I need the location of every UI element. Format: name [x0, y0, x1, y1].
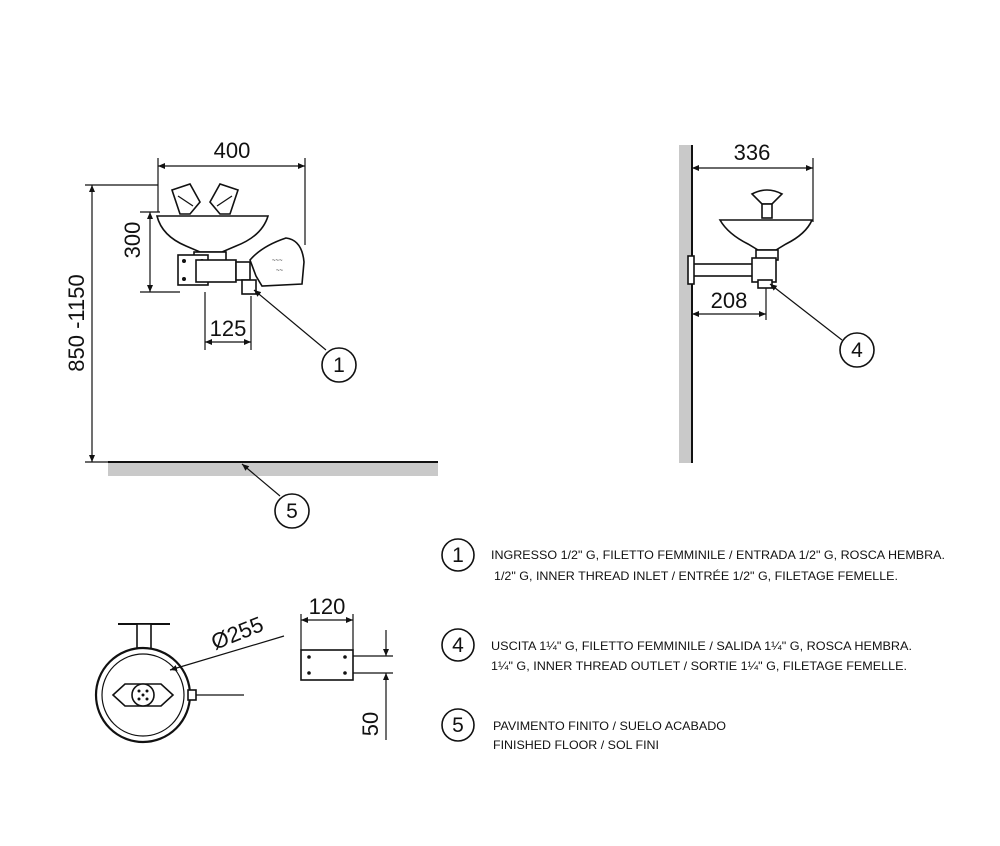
- front-bowl: [155, 215, 270, 253]
- callout-number-1: 1: [333, 354, 345, 377]
- legend-text-4a: USCITA 1¼" G, FILETTO FEMMINILE / SALIDA…: [491, 639, 912, 653]
- callout-number-5: 5: [286, 500, 298, 523]
- legend-text-1b: 1/2" G, INNER THREAD INLET / ENTRÉE 1/2"…: [494, 568, 898, 583]
- legend-item-5: 5 PAVIMENTO FINITO / SUELO ACABADO FINIS…: [441, 708, 726, 752]
- callout-bubble-1: [321, 347, 357, 383]
- legend-bubble-1: [441, 538, 475, 572]
- wall: [679, 145, 692, 463]
- legend-text-5a: PAVIMENTO FINITO / SUELO ACABADO: [493, 719, 726, 733]
- spray-head-left-icon: [170, 183, 201, 215]
- finished-floor: [108, 462, 438, 476]
- callout-number-4: 4: [851, 339, 863, 362]
- dim-text-400: 400: [214, 138, 251, 163]
- legend: 1 INGRESSO 1/2" G, FILETTO FEMMINILE / E…: [441, 538, 945, 752]
- legend-bubble-4: [441, 628, 475, 662]
- svg-text:~~~: ~~~: [272, 258, 283, 264]
- side-spray-head-icon: [750, 189, 784, 205]
- plate-detail: 120 50: [300, 594, 393, 740]
- front-view: ~~~ ~~ 400 300 850 -1150 125 1 5: [64, 138, 438, 529]
- plan-view: Ø255: [94, 611, 285, 744]
- legend-number-5: 5: [452, 714, 464, 737]
- legend-number-4: 4: [452, 634, 464, 657]
- dim-text-336: 336: [734, 140, 771, 165]
- svg-text:~~: ~~: [276, 268, 284, 274]
- side-pipe: [691, 263, 755, 277]
- legend-item-4: 4 USCITA 1¼" G, FILETTO FEMMINILE / SALI…: [441, 628, 912, 673]
- legend-text-4b: 1¼" G, INNER THREAD OUTLET / SORTIE 1¼" …: [491, 659, 907, 673]
- dim-text-208: 208: [711, 288, 748, 313]
- dim-text-120: 120: [309, 594, 346, 619]
- callout-bubble-4: [839, 332, 875, 368]
- side-bowl: [718, 219, 814, 251]
- side-view: 336 208 4: [679, 140, 875, 463]
- dim-text-diameter: Ø255: [208, 611, 267, 654]
- spray-head-right-icon: [209, 183, 240, 215]
- legend-text-5b: FINISHED FLOOR / SOL FINI: [493, 738, 659, 752]
- dim-text-mount-height: 850 -1150: [64, 274, 89, 371]
- legend-number-1: 1: [452, 544, 464, 567]
- dim-text-125: 125: [210, 316, 247, 341]
- callout-bubble-5: [274, 493, 310, 529]
- legend-text-1a: INGRESSO 1/2" G, FILETTO FEMMINILE / ENT…: [491, 548, 945, 562]
- mounting-plate: [300, 649, 354, 681]
- legend-bubble-5: [441, 708, 475, 742]
- legend-item-1: 1 INGRESSO 1/2" G, FILETTO FEMMINILE / E…: [441, 538, 945, 583]
- dim-text-300: 300: [120, 222, 145, 259]
- dim-text-50: 50: [358, 712, 383, 736]
- push-flag-icon: [249, 237, 305, 287]
